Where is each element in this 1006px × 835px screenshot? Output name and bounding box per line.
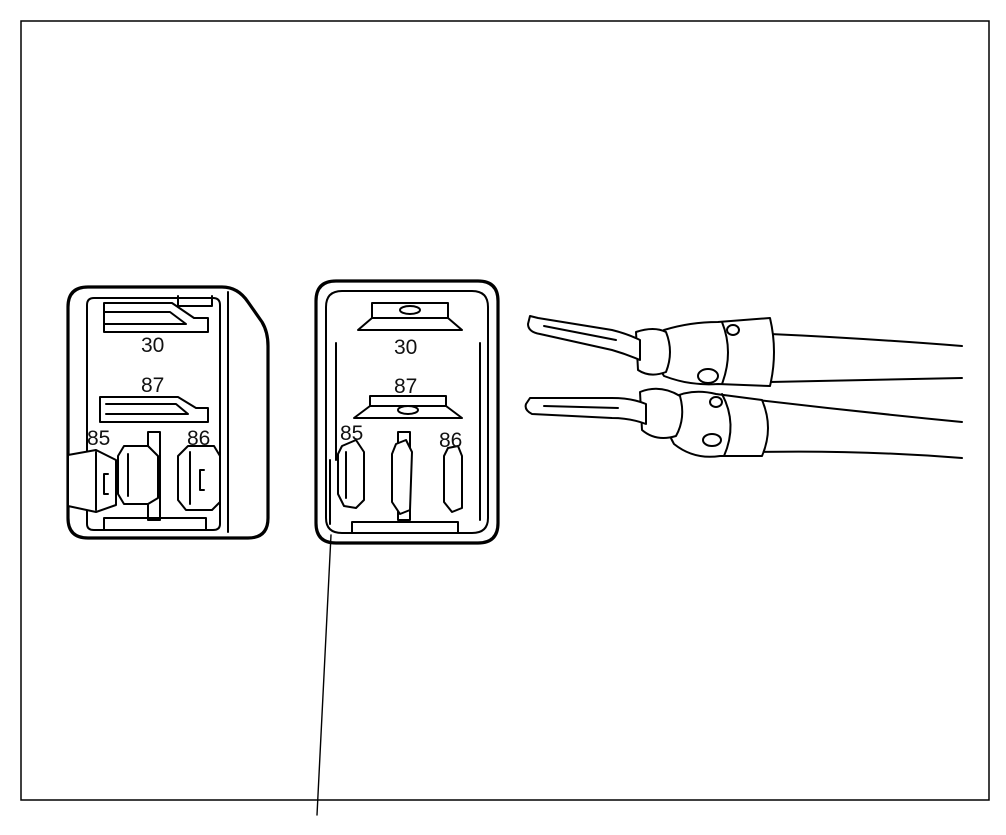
right-label-85: 85: [340, 422, 363, 445]
upper-sleeve-crimp-dot: [697, 368, 719, 384]
left-terminal-30-slot: [103, 295, 213, 333]
left-relay-inner-cavity: [86, 297, 221, 531]
left-label-85: 85: [87, 427, 110, 450]
right-terminal-86-blade: [443, 445, 463, 513]
leader-line: [316, 534, 332, 816]
right-label-30: 30: [394, 336, 417, 359]
left-terminal-86-blade: [177, 445, 221, 511]
frame-border: [20, 20, 990, 801]
upper-barrel: [635, 328, 671, 376]
upper-spade-blade: [527, 315, 641, 361]
lower-sleeve-crimp-dot: [702, 433, 722, 447]
left-terminal-87-slot: [99, 396, 209, 423]
left-bottom-latch: [103, 517, 207, 531]
upper-wire-bottom: [769, 377, 963, 383]
right-relay-inner-cavity: [325, 290, 489, 534]
lower-sleeve-crimp: [721, 393, 732, 457]
lower-wire-top: [757, 399, 963, 423]
left-label-30: 30: [141, 334, 164, 357]
left-terminal-85-blade: [67, 449, 117, 513]
right-terminal-30-slot: [357, 302, 463, 331]
upper-sleeve-dimple: [726, 324, 740, 336]
right-30-rivet: [399, 305, 421, 315]
right-terminal-85-blade: [329, 439, 365, 525]
left-relay-outer-shell: [66, 285, 270, 540]
lower-wire-terminal: [524, 387, 963, 459]
right-label-86: 86: [439, 429, 462, 452]
lower-spade-fold: [543, 405, 619, 409]
lower-spade-blade: [524, 397, 647, 425]
left-label-87: 87: [141, 374, 164, 397]
upper-spade-fold: [543, 325, 617, 341]
right-label-87: 87: [394, 375, 417, 398]
right-relay-socket: 30 87 85 86: [314, 279, 500, 545]
lower-wire-bottom: [757, 450, 963, 459]
right-bottom-latch: [351, 521, 459, 534]
left-relay-socket: 30 87 85 86: [66, 285, 270, 540]
lower-barrel: [639, 387, 684, 439]
upper-sleeve-crimp: [721, 321, 729, 385]
right-terminal-87-slot: [353, 395, 463, 419]
right-87-rivet: [397, 405, 419, 415]
left-label-86: 86: [187, 427, 210, 450]
upper-wire-top: [769, 333, 963, 347]
right-center-blade: [391, 431, 413, 521]
right-relay-outer-shell: [314, 279, 500, 545]
left-center-blade: [117, 431, 161, 521]
upper-wire-terminal: [527, 315, 963, 387]
lower-sleeve-dimple: [709, 396, 723, 408]
